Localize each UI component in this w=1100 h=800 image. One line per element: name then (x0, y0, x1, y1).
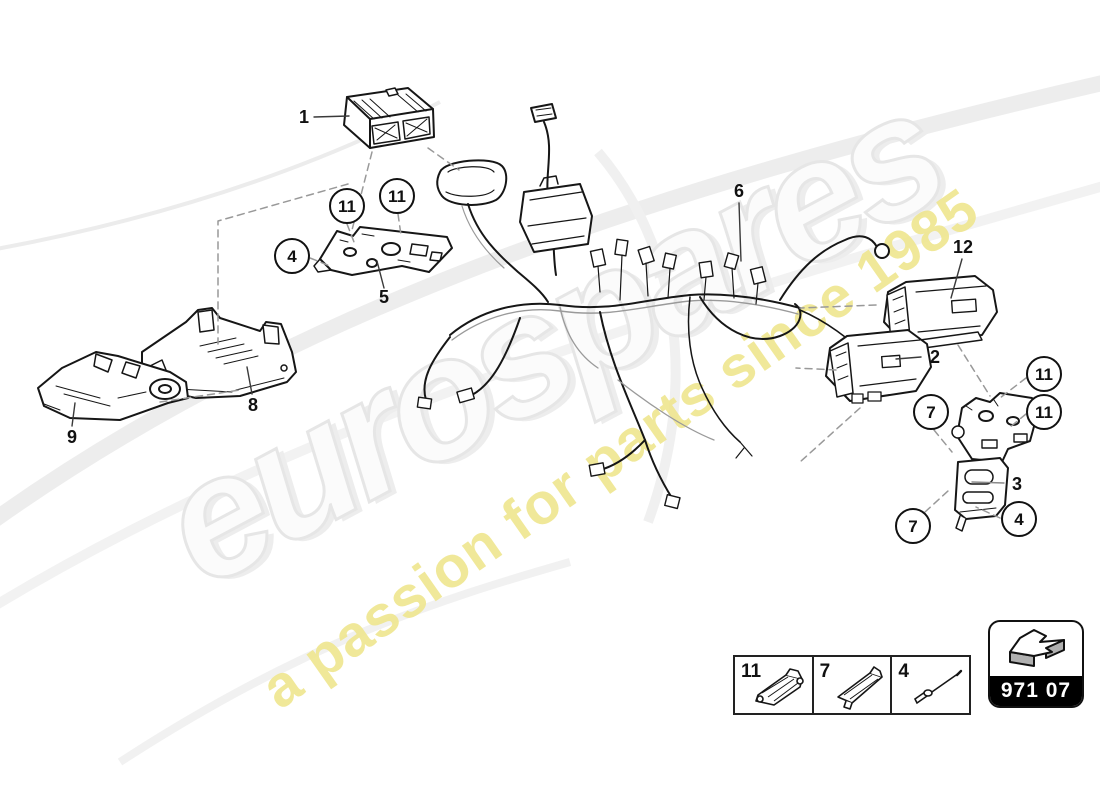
callout-4-a[interactable]: 4 (274, 238, 310, 274)
legend-item-7-label: 7 (819, 661, 831, 682)
fastener-legend: 11 7 (733, 655, 971, 715)
page-ref-arrow-icon (990, 622, 1082, 676)
legend-item-4-label: 4 (898, 661, 909, 682)
legend-item-4: 4 (892, 657, 969, 713)
callout-12[interactable]: 12 (952, 237, 974, 257)
callout-11-a[interactable]: 11 (329, 188, 365, 224)
callout-1[interactable]: 1 (298, 107, 310, 127)
part-1-control-unit (343, 87, 435, 149)
part-8-bracket (141, 307, 297, 399)
callout-9[interactable]: 9 (66, 427, 78, 447)
callout-11-d[interactable]: 11 (1026, 394, 1062, 430)
callout-7-b-label: 7 (908, 516, 918, 536)
part-12-control-unit (883, 275, 998, 349)
callout-4-b[interactable]: 4 (1001, 501, 1037, 537)
callout-7-a[interactable]: 7 (913, 394, 949, 430)
callout-11-a-label: 11 (338, 196, 356, 216)
part-3-bracket (951, 392, 1039, 532)
callout-7-b[interactable]: 7 (895, 508, 931, 544)
part-code-text: 971 07 (990, 676, 1082, 706)
retainer-bracket-icon (837, 666, 884, 710)
callout-5[interactable]: 5 (378, 287, 390, 307)
leader-lines (71, 115, 963, 427)
rivet-icon (913, 669, 963, 705)
callout-3[interactable]: 3 (1011, 474, 1023, 494)
dashed-lines (159, 147, 1027, 519)
part-code-badge: 971 07 (988, 620, 1084, 708)
legend-item-11-label: 11 (741, 661, 762, 682)
callout-11-b[interactable]: 11 (379, 178, 415, 214)
callout-6[interactable]: 6 (733, 181, 745, 201)
callout-7-a-label: 7 (926, 402, 936, 422)
callout-11-c-label: 11 (1035, 364, 1053, 384)
legend-item-7: 7 (814, 657, 893, 713)
part-6-wiring-harness (416, 103, 890, 510)
legend-item-11: 11 (735, 657, 814, 713)
part-5-bracket (313, 226, 453, 276)
callout-2[interactable]: 2 (929, 347, 941, 367)
callout-11-b-label: 11 (388, 186, 406, 206)
leader-line-3 (971, 481, 1005, 484)
callout-4-b-label: 4 (1014, 509, 1024, 529)
callout-11-c[interactable]: 11 (1026, 356, 1062, 392)
callout-4-a-label: 4 (287, 246, 297, 266)
callout-11-d-label: 11 (1035, 402, 1053, 422)
part-2-control-unit (825, 329, 932, 404)
connector-clip-icon (754, 668, 804, 706)
callout-8[interactable]: 8 (247, 395, 259, 415)
